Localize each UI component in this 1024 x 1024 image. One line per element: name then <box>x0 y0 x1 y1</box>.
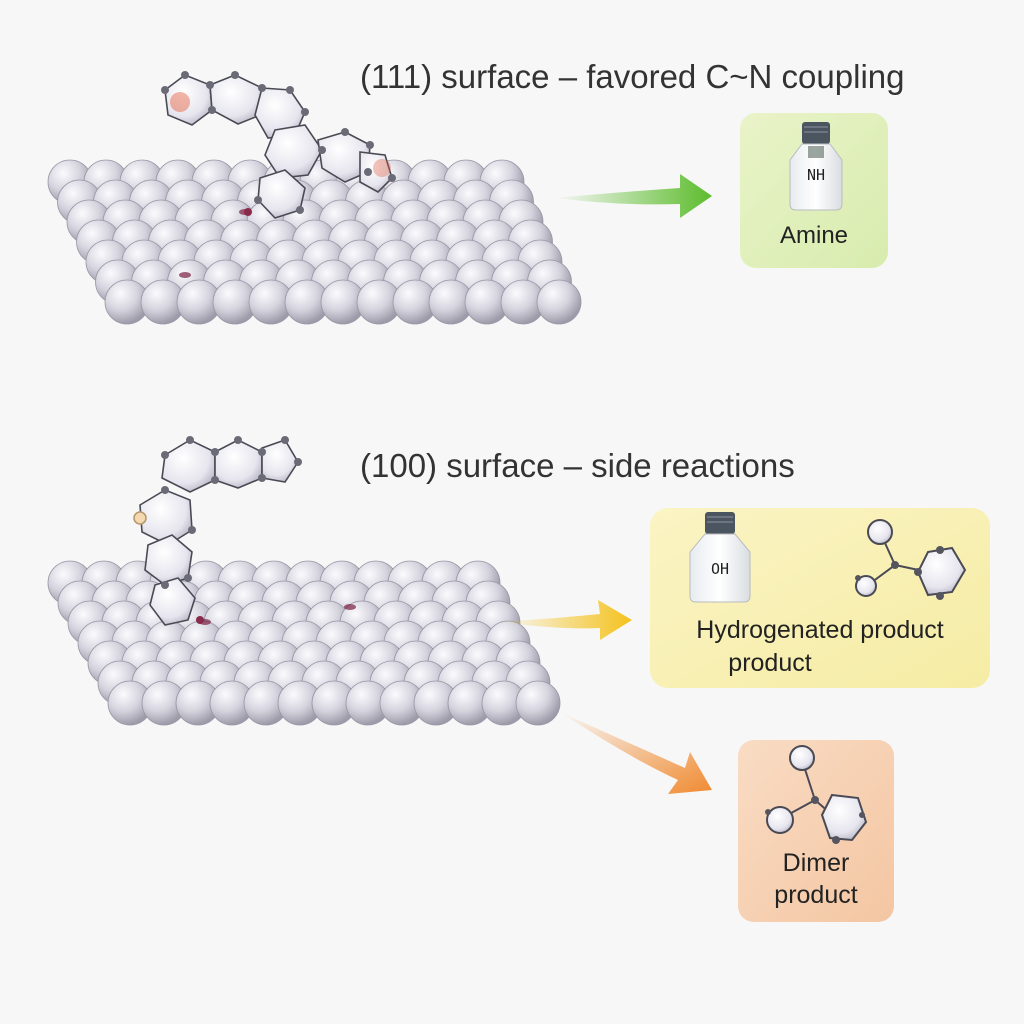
dimer-product-box <box>738 740 894 922</box>
hydrogenated-bottle-label: OH <box>710 560 730 578</box>
adsorbed-molecule-100 <box>133 436 302 626</box>
caption-100-surface: (100) surface – side reactions <box>360 447 795 484</box>
arrow-to-amine <box>555 174 712 218</box>
dimer-label-line2: product <box>774 881 858 909</box>
surface-111-slab <box>47 159 582 325</box>
arrow-to-hydrogenated <box>500 600 632 640</box>
amine-product-box <box>740 113 888 268</box>
adsorption-site-mark <box>179 272 191 278</box>
adsorbed-molecule-111 <box>161 71 396 219</box>
hydrogenated-label-line1: Hydrogenated product <box>696 616 944 644</box>
hydrogenated-product-box <box>650 508 990 688</box>
surface-atom <box>515 680 561 726</box>
hydrogenated-label-line2: product <box>728 649 812 677</box>
dimer-molecule-icon <box>765 745 868 844</box>
arrow-to-dimer <box>560 712 712 794</box>
surface-atom <box>536 279 582 325</box>
surface-100-slab <box>47 560 561 726</box>
adsorption-site-mark <box>344 604 356 610</box>
hydrogenated-bottle-icon <box>689 512 751 603</box>
amine-bottle-icon <box>789 122 843 211</box>
caption-111-surface: (111) surface – favored C~N coupling <box>360 58 905 95</box>
amine-label: Amine <box>779 222 849 249</box>
dimer-label-line1: Dimer <box>782 849 850 877</box>
amine-bottle-label: NH <box>806 166 826 184</box>
side-product-molecule-icon <box>855 519 967 600</box>
